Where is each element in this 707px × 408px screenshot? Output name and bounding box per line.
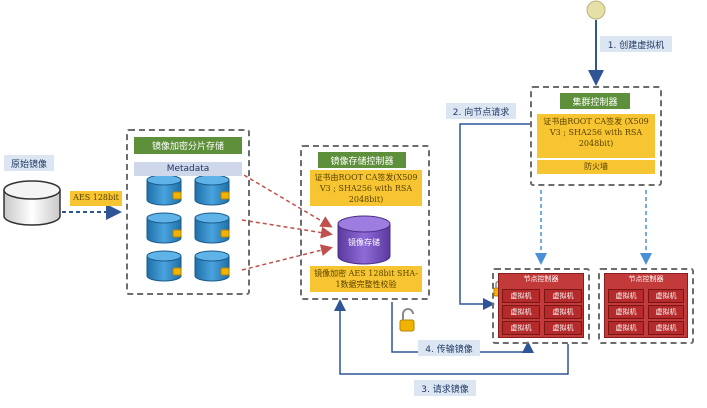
cluster-controller-title: 集群控制器 (560, 93, 630, 109)
node-controller-b-box (598, 268, 694, 344)
shard-lock-icon (172, 229, 182, 238)
vm-tile: 虚拟机 (502, 305, 540, 319)
shard-cylinder-icon (194, 174, 230, 206)
step2-label: 2. 向节点请求 (446, 103, 516, 119)
shard-cylinder-icon (146, 174, 182, 206)
metadata-bar: Metadata (134, 162, 242, 176)
image-storage-db-icon (337, 215, 391, 265)
shard-cylinders (146, 174, 230, 282)
storage-controller-title: 镜像存储控制器 (318, 152, 406, 168)
firewall-bar: 防火墙 (537, 160, 655, 174)
shard-lock-icon (220, 267, 230, 276)
step2-arrow (459, 123, 530, 310)
storage-cert: 证书由ROOT CA签发(X509 V3 ; SHA256 with RSA 2… (310, 170, 422, 206)
shard-lock-icon (220, 191, 230, 200)
shard-lock-icon (220, 229, 230, 238)
encrypt-store-box (126, 129, 250, 295)
metadata-to-db-arrow (231, 167, 333, 228)
image-storage-db-label: 镜像存储 (348, 238, 380, 247)
vm-tile: 虚拟机 (648, 305, 684, 319)
open-padlock-icon (399, 308, 415, 332)
aes-tag: AES 128bit (70, 191, 122, 206)
encrypt-store-title: 镜像加密分片存储 (134, 137, 242, 154)
shards-to-db-arrow-1 (241, 219, 333, 239)
vm-tile: 虚拟机 (502, 289, 540, 303)
vm-tile: 虚拟机 (648, 289, 684, 303)
shard-lock-icon (172, 191, 182, 200)
vm-tile: 虚拟机 (608, 305, 644, 319)
vm-tile: 虚拟机 (648, 321, 684, 335)
source-image-cylinder-icon (3, 180, 61, 226)
step3-label: 3. 请求镜像 (414, 380, 476, 396)
shard-lock-icon (172, 267, 182, 276)
vm-tile: 虚拟机 (502, 321, 540, 335)
node-controller-a-box (492, 268, 590, 344)
vm-tile: 虚拟机 (608, 321, 644, 335)
vm-tile: 虚拟机 (544, 321, 582, 335)
step3-arrow (334, 299, 569, 375)
storage-controller-box (300, 145, 430, 300)
shards-to-db-arrow-2 (241, 244, 333, 271)
storage-encrypt-note: 镜像加密 AES 128bit SHA-1数据完整性校验 (310, 266, 422, 292)
shard-cylinder-icon (146, 250, 182, 282)
shard-cylinder-icon (194, 212, 230, 244)
shard-cylinder-icon (146, 212, 182, 244)
cluster-controller-box (530, 86, 662, 186)
step1-label: 1. 创建虚拟机 (600, 36, 672, 52)
node-controller-b-title: 节点控制器 (628, 275, 664, 283)
cluster-cert: 证书由ROOT CA签发 (X509 V3 ; SHA256 with RSA … (537, 114, 655, 158)
vm-tile: 虚拟机 (608, 289, 644, 303)
user-node-icon (586, 0, 606, 20)
node-controller-a-title: 节点控制器 (523, 275, 559, 283)
source-image-label: 原始镜像 (4, 155, 54, 171)
vm-tile: 虚拟机 (544, 289, 582, 303)
step4-label: 4. 传输镜像 (418, 340, 480, 356)
vm-tile: 虚拟机 (544, 305, 582, 319)
shard-cylinder-icon (194, 250, 230, 282)
